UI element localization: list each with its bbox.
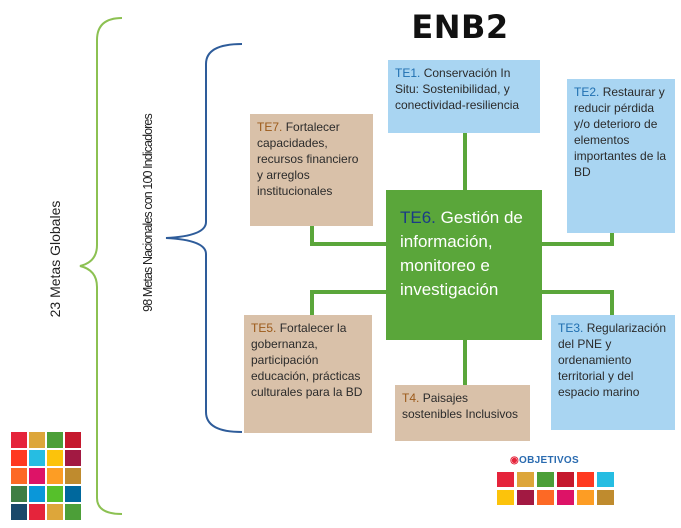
te3-text: Regularización del PNE y ordenamiento te… bbox=[558, 321, 667, 399]
sdg-logo-text: OBJETIVOS bbox=[519, 455, 579, 466]
sdg-objetivos-logo: ◉OBJETIVOS bbox=[510, 455, 579, 466]
sdg-goal-icon bbox=[47, 468, 63, 484]
sdg-goal-icon bbox=[47, 486, 63, 502]
sdg-goal-icon bbox=[47, 504, 63, 520]
sdg-goal-icon bbox=[29, 432, 45, 448]
sdg-goal-icon bbox=[11, 450, 27, 466]
sdg-goal-icon bbox=[517, 472, 534, 487]
sdg-goal-icon bbox=[65, 504, 81, 520]
te1-box: TE1. Conservación In Situ: Sostenibilida… bbox=[388, 60, 540, 133]
diagram-title: ENB2 bbox=[411, 8, 509, 46]
te1-text: Conservación In Situ: Sostenibilidad, y … bbox=[395, 66, 520, 112]
sdg-goal-icon bbox=[11, 468, 27, 484]
te5-box: TE5. Fortalecer la gobernanza, participa… bbox=[244, 315, 372, 433]
te2-code: TE2. bbox=[574, 85, 600, 99]
sdg-goal-icon bbox=[557, 472, 574, 487]
te3-code: TE3. bbox=[558, 321, 584, 335]
te6-center-box: TE6. Gestión de información, monitoreo e… bbox=[386, 190, 542, 340]
sdg-goal-icon bbox=[11, 432, 27, 448]
sdg-goal-icon bbox=[29, 504, 45, 520]
sdg-goal-icon bbox=[65, 432, 81, 448]
sdg-goal-icon bbox=[29, 486, 45, 502]
sdg-goal-icon bbox=[65, 468, 81, 484]
sdg-goal-icon bbox=[537, 472, 554, 487]
te4-code: T4. bbox=[402, 391, 420, 405]
sdg-goal-icon bbox=[517, 490, 534, 505]
sdg-goal-icon bbox=[11, 504, 27, 520]
sdg-icons-grid-left bbox=[11, 432, 81, 520]
sdg-icons-grid-right bbox=[497, 472, 614, 505]
sdg-goal-icon bbox=[47, 432, 63, 448]
te2-box: TE2. Restaurar y reducir pérdida y/o det… bbox=[567, 79, 675, 233]
sdg-goal-icon bbox=[597, 490, 614, 505]
sdg-goal-icon bbox=[537, 490, 554, 505]
te6-text: Gestión de información, monitoreo e inve… bbox=[400, 208, 523, 299]
te5-code: TE5. bbox=[251, 321, 277, 335]
te7-code: TE7. bbox=[257, 120, 283, 134]
sdg-goal-icon bbox=[497, 490, 514, 505]
te4-box: T4. Paisajes sostenibles Inclusivos bbox=[395, 385, 530, 441]
sdg-goal-icon bbox=[65, 486, 81, 502]
sdg-goal-icon bbox=[497, 472, 514, 487]
sdg-goal-icon bbox=[577, 472, 594, 487]
global-goals-label: 23 Metas Globales bbox=[47, 200, 63, 318]
sdg-goal-icon bbox=[11, 486, 27, 502]
sdg-goal-icon bbox=[557, 490, 574, 505]
inner-brace bbox=[165, 43, 243, 433]
te3-box: TE3. Regularización del PNE y ordenamien… bbox=[551, 315, 675, 430]
te5-text: Fortalecer la gobernanza, participación … bbox=[251, 321, 363, 399]
sdg-logo-mark: ◉ bbox=[510, 455, 520, 466]
national-goals-label: 98 Metas Nacionales con 100 Indicadores bbox=[141, 114, 155, 312]
outer-brace bbox=[79, 17, 123, 515]
sdg-goal-icon bbox=[65, 450, 81, 466]
te2-text: Restaurar y reducir pérdida y/o deterior… bbox=[574, 85, 667, 179]
sdg-goal-icon bbox=[29, 468, 45, 484]
sdg-goal-icon bbox=[29, 450, 45, 466]
sdg-goal-icon bbox=[597, 472, 614, 487]
connector-lines bbox=[310, 133, 614, 385]
te7-box: TE7. Fortalecer capacidades, recursos fi… bbox=[250, 114, 373, 226]
te1-code: TE1. bbox=[395, 66, 421, 80]
sdg-goal-icon bbox=[577, 490, 594, 505]
te7-text: Fortalecer capacidades, recursos financi… bbox=[257, 120, 359, 198]
te6-code: TE6. bbox=[400, 208, 436, 227]
te4-text: Paisajes sostenibles Inclusivos bbox=[402, 391, 519, 421]
sdg-goal-icon bbox=[47, 450, 63, 466]
